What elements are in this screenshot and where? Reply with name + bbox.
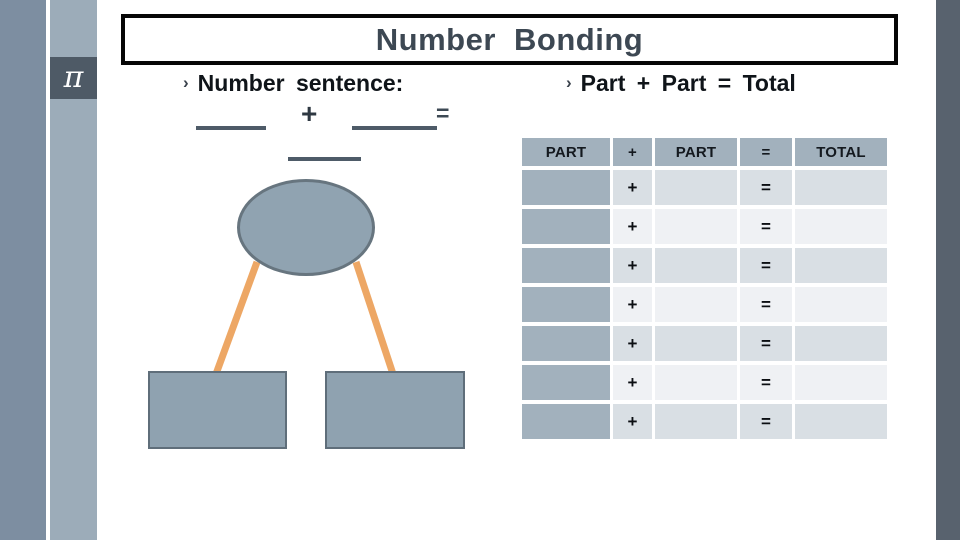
number-sentence-label: Number sentence:: [197, 70, 404, 96]
pi-icon: π: [63, 60, 84, 95]
right-strip: [936, 0, 960, 540]
table-cell-part1: [522, 287, 610, 322]
whole-ellipse: [237, 179, 375, 276]
table-header-part1: PART: [522, 138, 610, 166]
answer-blank-3: [288, 157, 361, 161]
table-cell-plus: +: [613, 365, 652, 400]
table-cell-part2: [655, 287, 737, 322]
table-cell-total: [795, 248, 887, 283]
bullet-chevron-icon: ›: [183, 72, 189, 92]
title-box: Number Bonding: [121, 14, 898, 65]
table-cell-part1: [522, 365, 610, 400]
table-cell-total: [795, 365, 887, 400]
pi-logo-box: π: [50, 57, 97, 99]
table-cell-plus: +: [613, 326, 652, 361]
table-cell-part2: [655, 209, 737, 244]
table-cell-equals: =: [740, 365, 792, 400]
table-cell-part1: [522, 170, 610, 205]
table-cell-total: [795, 287, 887, 322]
part-part-total-label: Part + Part = Total: [580, 70, 796, 96]
table-cell-part1: [522, 209, 610, 244]
table-cell-part2: [655, 404, 737, 439]
plus-sign: +: [301, 98, 318, 129]
answer-blank-2: [352, 126, 437, 130]
table-cell-part2: [655, 170, 737, 205]
table-cell-plus: +: [613, 404, 652, 439]
table-header-total: TOTAL: [795, 138, 887, 166]
table-header-plus: +: [613, 138, 652, 166]
table-cell-total: [795, 326, 887, 361]
table-cell-equals: =: [740, 209, 792, 244]
equals-sign: =: [436, 100, 450, 126]
table-cell-equals: =: [740, 170, 792, 205]
table-header-equals: =: [740, 138, 792, 166]
part-part-total-heading: › Part + Part = Total: [566, 70, 796, 97]
table-cell-total: [795, 404, 887, 439]
table-header-part2: PART: [655, 138, 737, 166]
left-outer-strip: [0, 0, 46, 540]
table-cell-equals: =: [740, 248, 792, 283]
table-cell-plus: +: [613, 170, 652, 205]
table-cell-plus: +: [613, 209, 652, 244]
table-cell-part1: [522, 404, 610, 439]
table-cell-total: [795, 170, 887, 205]
table-cell-plus: +: [613, 287, 652, 322]
table-cell-part2: [655, 248, 737, 283]
table-cell-part2: [655, 365, 737, 400]
table-cell-part1: [522, 248, 610, 283]
table-cell-equals: =: [740, 287, 792, 322]
part-box-left: [148, 371, 287, 449]
part-part-total-table: PART + PART = TOTAL + = + = + = + = + = …: [522, 138, 887, 439]
bullet-chevron-icon: ›: [566, 72, 572, 92]
table-cell-equals: =: [740, 326, 792, 361]
table-cell-total: [795, 209, 887, 244]
table-cell-part2: [655, 326, 737, 361]
table-cell-equals: =: [740, 404, 792, 439]
part-box-right: [325, 371, 465, 449]
answer-blank-1: [196, 126, 266, 130]
slide-title: Number Bonding: [375, 21, 644, 57]
table-cell-plus: +: [613, 248, 652, 283]
table-cell-part1: [522, 326, 610, 361]
number-sentence-heading: › Number sentence:: [183, 70, 403, 97]
